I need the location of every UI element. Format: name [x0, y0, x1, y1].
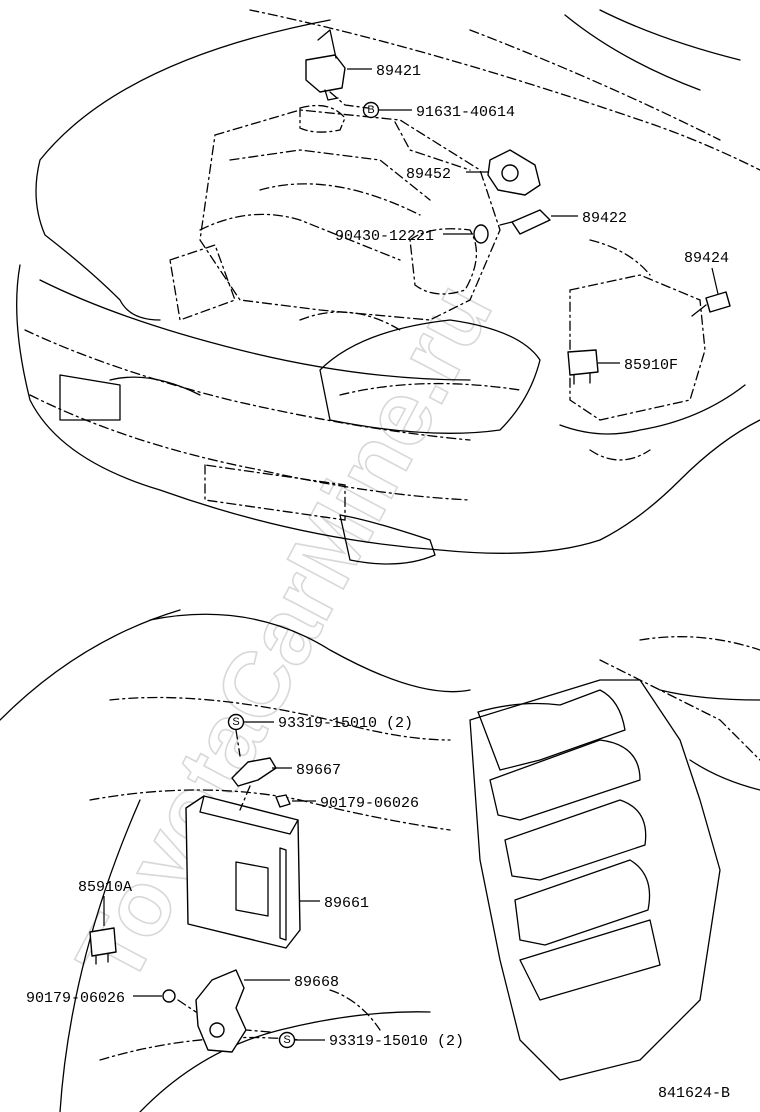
label-91631-40614: 91631-40614 — [416, 104, 515, 121]
relay-85910f-icon — [567, 349, 599, 385]
symbol-s-lower: S — [283, 1034, 290, 1046]
label-89424: 89424 — [684, 250, 729, 267]
clip-90179-lower-icon — [162, 989, 176, 1003]
gasket-90430-icon — [473, 224, 489, 244]
bolt-symbol-b: B — [362, 101, 380, 119]
symbol-s-upper: S — [232, 716, 239, 728]
diagram-id: 841624-B — [658, 1085, 730, 1102]
screw-symbol-s-lower: S — [278, 1031, 296, 1049]
label-89421: 89421 — [376, 63, 421, 80]
label-89661: 89661 — [324, 895, 369, 912]
label-85910f: 85910F — [624, 357, 678, 374]
label-85910a: 85910A — [78, 879, 132, 896]
label-89422: 89422 — [582, 210, 627, 227]
clip-90179-upper-icon — [275, 794, 291, 808]
symbol-b: B — [367, 104, 374, 116]
label-90179-06026-lower: 90179-06026 — [26, 990, 125, 1007]
label-90179-06026-upper: 90179-06026 — [320, 795, 419, 812]
label-93319-15010-lower: 93319-15010 (2) — [329, 1033, 464, 1050]
ecu-89661-icon — [185, 795, 301, 949]
sensor-89421-icon — [305, 29, 346, 101]
screw-symbol-s-upper: S — [227, 713, 245, 731]
interior-drawing — [0, 609, 760, 1112]
sensor-89422-icon — [499, 209, 551, 235]
sensor-89452-icon — [487, 149, 541, 196]
label-90430-12221: 90430-12221 — [335, 228, 434, 245]
label-93319-15010-upper: 93319-15010 (2) — [278, 715, 413, 732]
sensor-89424-icon — [691, 291, 731, 317]
label-89668: 89668 — [294, 974, 339, 991]
bracket-89668-icon — [195, 969, 247, 1053]
label-89667: 89667 — [296, 762, 341, 779]
relay-85910a-icon — [89, 927, 117, 965]
label-89452: 89452 — [406, 166, 451, 183]
